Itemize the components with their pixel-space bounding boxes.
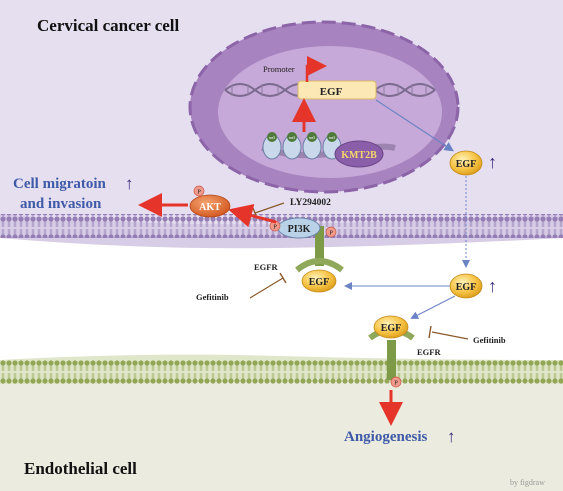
egf-up-arrow-2: ↑: [488, 276, 497, 296]
pi3k: PI3K P P: [269, 217, 337, 239]
me3-mark-1: me3: [269, 136, 275, 140]
egf-intracellular-label: EGF: [456, 159, 477, 170]
migration-label-line2: and invasion: [20, 196, 102, 212]
endothelial-cell-background: [0, 364, 563, 491]
histone-marks: me3 me3 me3 me3: [267, 132, 337, 142]
egfr-cancer: EGF: [295, 226, 344, 293]
pi3k-phospho-label: P: [273, 224, 277, 231]
egf-intracellular: EGF: [449, 150, 483, 176]
endo-phospho-label: P: [394, 380, 398, 387]
egfr-endothelial-label: EGFR: [417, 347, 441, 357]
egf-bound-cancer-label: EGF: [309, 277, 330, 288]
endothelial-cell-title: Endothelial cell: [24, 459, 137, 478]
promoter-label: Promoter: [263, 64, 295, 74]
egf-gene-box: [297, 80, 377, 100]
nucleosomes: [262, 134, 342, 160]
egf-export-arrow: [375, 99, 455, 152]
akt-label: AKT: [199, 202, 221, 213]
gefitinib-label-1: Gefitinib: [196, 292, 229, 302]
akt: AKT P: [189, 185, 231, 218]
egfr-endothelial: EGF P: [368, 315, 415, 388]
egf-bound-endo-label: EGF: [381, 323, 402, 334]
gefitinib-label-2: Gefitinib: [473, 335, 506, 345]
egf-extracellular: EGF: [449, 273, 483, 299]
egf-up-arrow-1: ↑: [488, 152, 497, 172]
me3-mark-4: me3: [329, 136, 335, 140]
gefitinib-inhibitor-line-2: [431, 331, 469, 340]
angiogenesis-up-arrow: ↑: [447, 427, 456, 446]
nucleus: EGF Promoter me3 me3 me3 me3 KMT2B: [188, 20, 460, 194]
me3-mark-2: me3: [289, 136, 295, 140]
endothelial-cell-membrane: [0, 354, 563, 384]
egf-extracellular-label: EGF: [456, 282, 477, 293]
kmt2b-enzyme: [334, 140, 384, 168]
cervical-cancer-cell-title: Cervical cancer cell: [37, 16, 180, 35]
promoter-arrow: [305, 56, 327, 82]
kmt2b-label: KMT2B: [341, 150, 377, 161]
pi3k-to-akt-arrow: [228, 203, 277, 228]
gefitinib-inhibitor-line-1: [249, 277, 284, 299]
egf-paracrine-arrow: [410, 295, 456, 319]
ly294002-label: LY294002: [290, 198, 331, 208]
migration-up-arrow: ↑: [125, 174, 134, 193]
angiogenesis-label: Angiogenesis: [344, 429, 428, 445]
egf-gene-label: EGF: [320, 86, 343, 98]
pi3k-label: PI3K: [288, 224, 311, 235]
watermark: by figdraw: [510, 478, 545, 487]
ly294002-inhibitor-line: [254, 202, 285, 214]
migration-label-line1: Cell migratoin: [13, 176, 107, 192]
egfr-cancer-label: EGFR: [254, 262, 278, 272]
akt-phospho-label: P: [197, 189, 201, 196]
egfr-phospho-label: P: [329, 230, 333, 237]
me3-mark-3: me3: [309, 136, 315, 140]
